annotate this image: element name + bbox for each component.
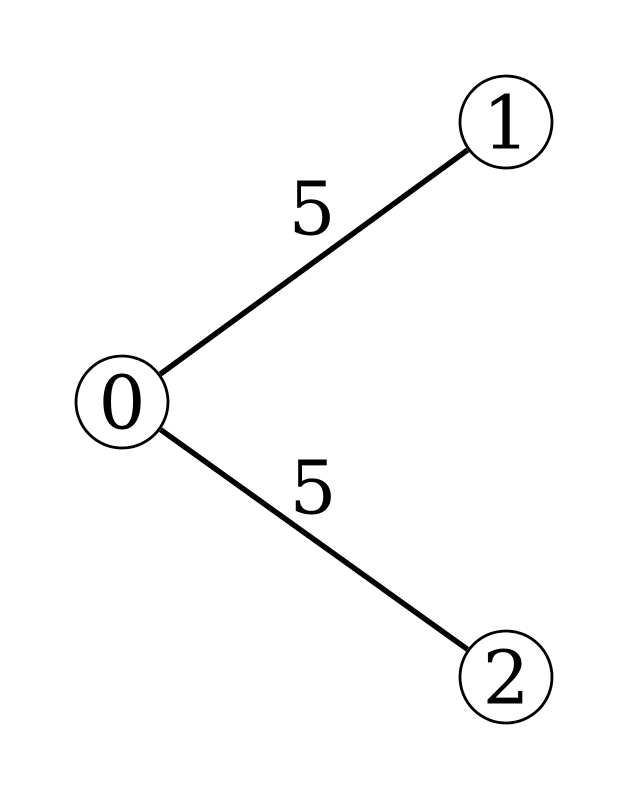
node-circle-0 [74, 354, 170, 450]
edge-weight-label-0-1: 5 [288, 167, 335, 253]
edge-line-0-1 [158, 147, 470, 377]
node-label-2: 2 [482, 636, 529, 722]
edge-weight-label-0-2: 5 [289, 446, 336, 532]
graph-edge: 5 [158, 147, 470, 377]
edge-line-0-2 [158, 427, 470, 652]
node-circle-2 [458, 629, 554, 725]
node-label-0: 0 [98, 361, 145, 447]
graph-edge: 5 [158, 427, 470, 652]
graph-node: 1 [458, 74, 554, 170]
graph-node: 2 [458, 629, 554, 725]
graph-node: 0 [74, 354, 170, 450]
node-label-1: 1 [482, 81, 529, 167]
node-circle-1 [458, 74, 554, 170]
